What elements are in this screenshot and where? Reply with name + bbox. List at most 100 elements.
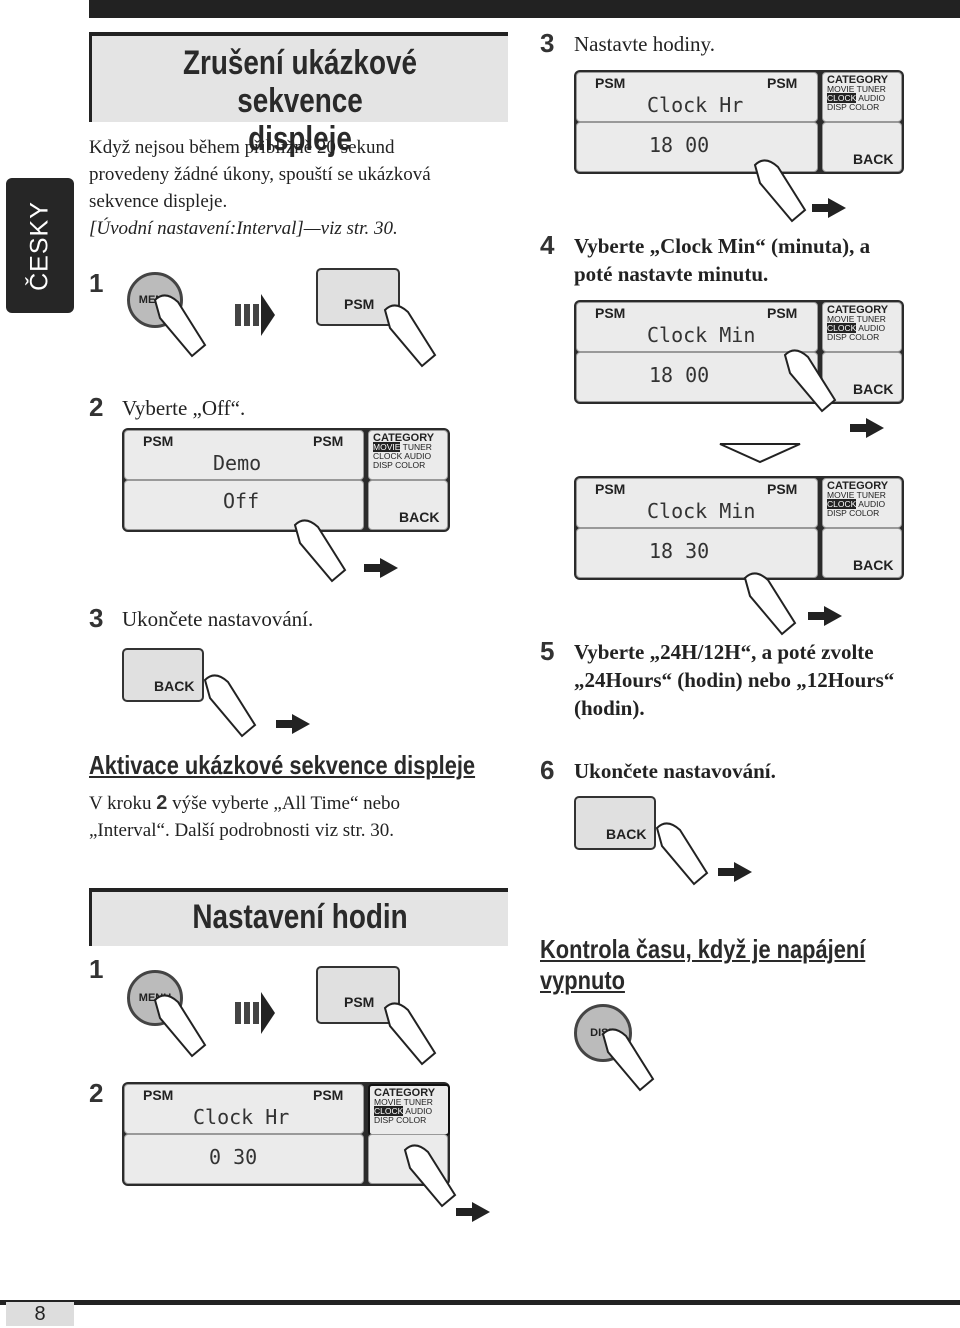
step-number: 1	[89, 268, 104, 298]
finger-icon	[383, 1002, 437, 1066]
step-line: (hodin).	[574, 696, 645, 720]
back-button[interactable]: BACK	[822, 122, 902, 172]
category-title: CATEGORY	[827, 74, 889, 86]
back-label: BACK	[154, 678, 195, 694]
finger-icon	[293, 519, 347, 583]
back-button[interactable]: BACK	[122, 648, 204, 702]
lcd-time: 18 00	[649, 133, 710, 157]
category-color: COLOR	[849, 102, 880, 112]
display-panel-clock-hr: PSM PSM Clock Hr 0 30 CATEGORY MOVIE TUN…	[122, 1082, 450, 1186]
finger-icon	[753, 159, 807, 223]
language-tab: ČESKY	[6, 178, 74, 313]
lcd-top: PSM PSM Demo	[124, 430, 364, 480]
category-movie: MOVIE	[827, 490, 855, 500]
psm-label: PSM	[595, 75, 626, 91]
para-line: sekvence displeje.	[89, 191, 228, 212]
category-tuner: TUNER	[402, 442, 432, 452]
category-box[interactable]: CATEGORY MOVIE TUNER CLOCK AUDIO DISP CO…	[822, 302, 902, 352]
category-disp: DISP	[374, 1115, 394, 1125]
category-clock: CLOCK	[827, 93, 857, 103]
bottom-bar	[0, 1300, 960, 1305]
category-disp: DISP	[827, 508, 847, 518]
category-clock: CLOCK	[374, 1106, 404, 1116]
right-arrow-icon	[276, 714, 310, 734]
step-text: Ukončete nastavování.	[122, 607, 314, 631]
step-text: Vyberte „24H/12H“, a poté zvolte „24Hour…	[574, 638, 954, 722]
lcd-text: Off	[223, 489, 260, 513]
category-box[interactable]: CATEGORY MOVIE TUNER CLOCK AUDIO DISP CO…	[822, 72, 902, 122]
category-title: CATEGORY	[373, 432, 435, 444]
finger-icon	[783, 349, 837, 413]
lcd-bottom: 18 00	[576, 122, 818, 172]
step-number: 2	[89, 392, 104, 422]
step-line: poté nastavte minutu.	[574, 262, 769, 286]
section-title: Nastavení hodin	[192, 898, 408, 936]
down-arrow-icon	[719, 443, 801, 464]
back-label: BACK	[853, 557, 894, 573]
back-label: BACK	[853, 151, 894, 167]
back-label: BACK	[399, 509, 440, 525]
category-audio: AUDIO	[858, 93, 886, 103]
step-number: 3	[540, 28, 555, 58]
right-arrow-icon	[812, 198, 846, 218]
display-panel-demo: PSM PSM Demo Off CATEGORY MOVIE TUNER CL…	[122, 428, 450, 532]
lcd-text: Clock Hr	[647, 93, 744, 117]
step-arrow-icon	[235, 992, 275, 1034]
psm-label: PSM	[595, 481, 626, 497]
language-label: ČESKY	[25, 200, 54, 291]
category-color: COLOR	[849, 508, 880, 518]
back-button[interactable]: BACK	[822, 352, 902, 402]
back-button[interactable]: BACK	[574, 796, 656, 850]
step-arrow-icon	[235, 294, 275, 336]
category-movie: MOVIE	[373, 442, 401, 452]
category-disp: DISP	[827, 102, 847, 112]
psm-label: PSM	[344, 994, 375, 1010]
lcd-text: Clock Min	[647, 499, 756, 523]
section-header-demo: Zrušení ukázkové sekvence displeje	[89, 32, 508, 158]
lcd-bottom: 0 30	[124, 1134, 364, 1184]
category-title: CATEGORY	[374, 1087, 436, 1099]
right-arrow-icon	[808, 606, 842, 626]
step-text: Nastavte hodiny.	[574, 32, 715, 56]
psm-label: PSM	[143, 433, 174, 449]
category-tuner: TUNER	[856, 84, 886, 94]
category-tuner: TUNER	[403, 1097, 433, 1107]
category-color: COLOR	[395, 460, 426, 470]
category-movie: MOVIE	[827, 314, 855, 324]
category-box[interactable]: CATEGORY MOVIE TUNER CLOCK AUDIO DISP CO…	[368, 430, 448, 480]
para-line: provedeny žádné úkony, spouští se ukázko…	[89, 164, 431, 185]
activation-heading: Aktivace ukázkové sekvence displeje	[89, 750, 476, 780]
activation-paragraph: V kroku 2 výše vyberte „All Time“ nebo „…	[89, 790, 509, 844]
right-arrow-icon	[364, 558, 398, 578]
psm-label: PSM	[143, 1087, 174, 1103]
step-line: „24Hours“ (hodin) nebo „12Hours“	[574, 668, 895, 692]
para-text: V kroku	[89, 793, 152, 814]
category-clock: CLOCK	[373, 451, 403, 461]
top-bar	[89, 0, 960, 18]
back-button[interactable]: BACK	[822, 528, 902, 578]
step-text: Vyberte „Clock Min“ (minuta), a poté nas…	[574, 232, 934, 288]
finger-icon	[383, 304, 437, 368]
step-number: 6	[540, 755, 555, 785]
psm-label: PSM	[767, 305, 798, 321]
psm-label: PSM	[767, 75, 798, 91]
back-button[interactable]: BACK	[368, 480, 448, 530]
para-line: V kroku 2 výše vyberte „All Time“ nebo	[89, 790, 509, 817]
step-number: 2	[89, 1078, 104, 1108]
psm-label: PSM	[595, 305, 626, 321]
para-text: výše vyberte „All Time“ nebo	[172, 793, 401, 814]
section-header-clock: Nastavení hodin	[89, 888, 508, 946]
finger-icon	[153, 994, 207, 1058]
lcd-top: PSM PSM Clock Min	[576, 478, 818, 528]
step-number: 4	[540, 230, 555, 260]
step-ref: 2	[156, 792, 168, 814]
category-tuner: TUNER	[856, 314, 886, 324]
step-text: Vyberte „Off“.	[122, 396, 246, 420]
category-box[interactable]: CATEGORY MOVIE TUNER CLOCK AUDIO DISP CO…	[822, 478, 902, 528]
para-line: „Interval“. Další podrobnosti viz str. 3…	[89, 820, 394, 841]
category-audio: AUDIO	[404, 451, 432, 461]
section-title-line2: displeje	[248, 120, 352, 158]
category-box[interactable]: CATEGORY MOVIE TUNER CLOCK AUDIO DISP CO…	[368, 1084, 450, 1136]
category-clock: CLOCK	[827, 323, 857, 333]
category-movie: MOVIE	[374, 1097, 402, 1107]
